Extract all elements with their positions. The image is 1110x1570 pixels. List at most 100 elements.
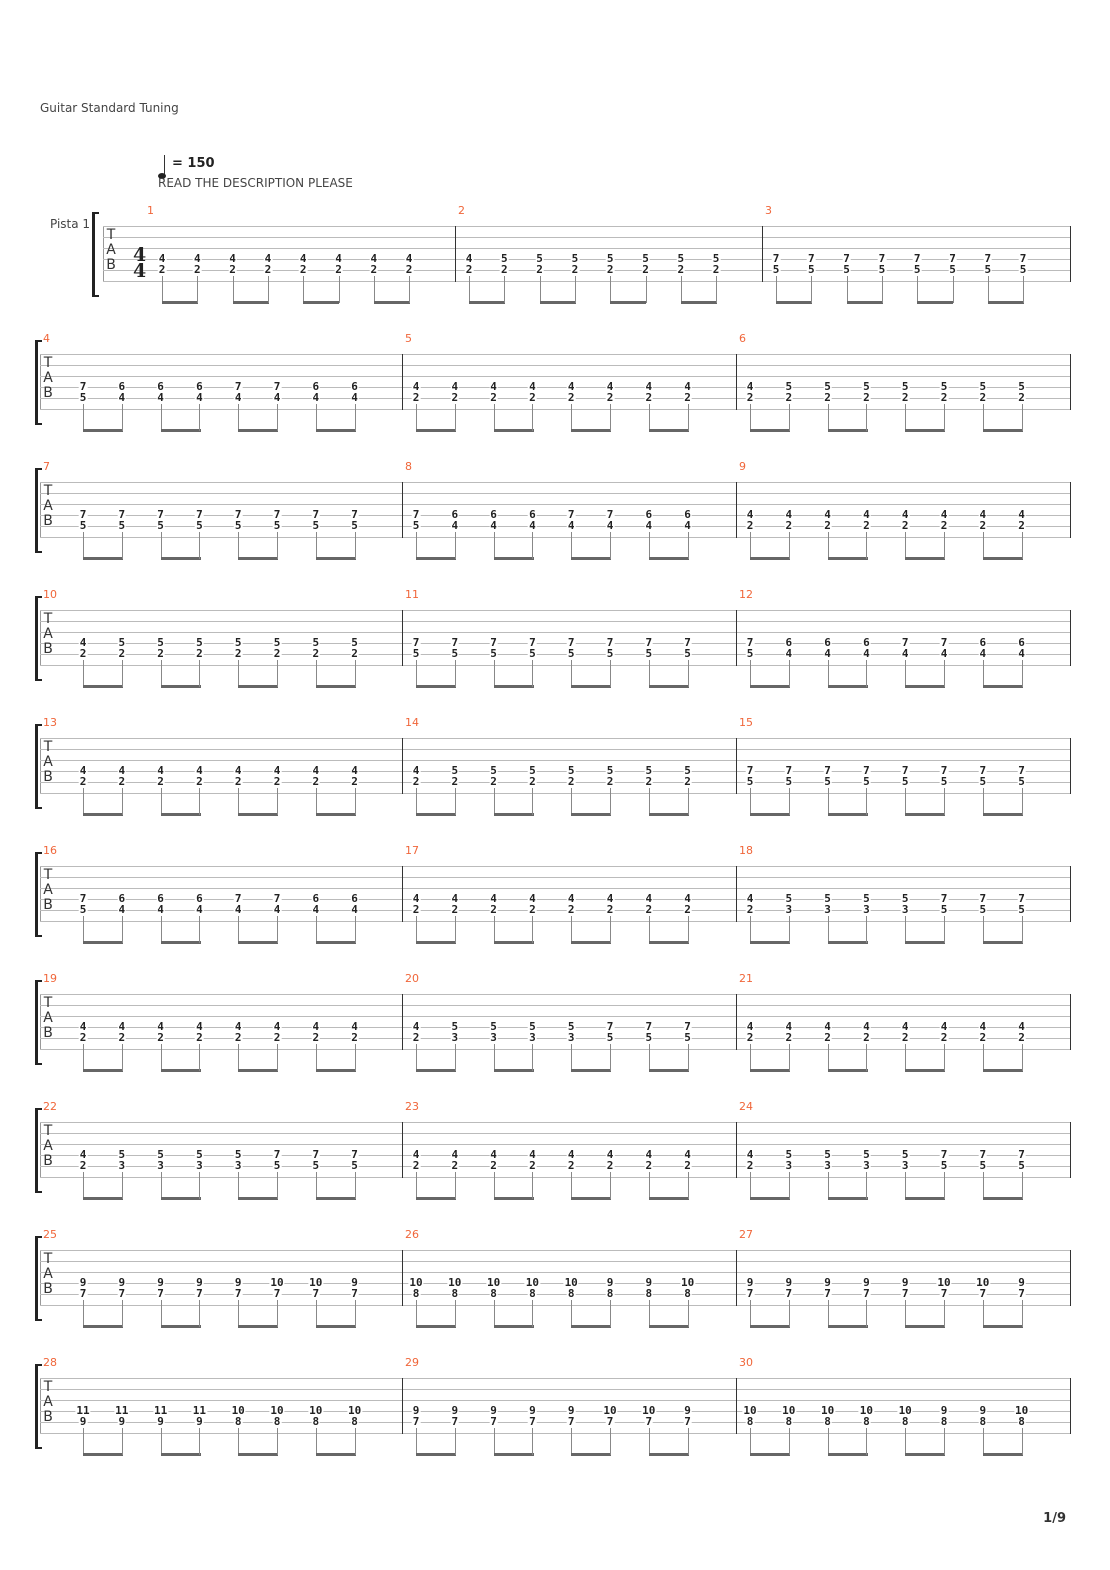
note-stem xyxy=(866,788,867,815)
note-stem xyxy=(316,1428,317,1455)
fret-number: 7 xyxy=(1017,892,1026,905)
system-bracket xyxy=(35,1108,42,1193)
note-stem xyxy=(828,404,829,431)
fret-number: 4 xyxy=(823,647,832,660)
fret-number: 7 xyxy=(311,508,321,521)
fret-number: 4 xyxy=(195,1020,204,1033)
fret-number: 6 xyxy=(156,892,165,905)
fret-number: 5 xyxy=(605,1031,615,1044)
note-stem xyxy=(828,1300,829,1327)
staff-line xyxy=(40,482,1070,483)
fret-number: 6 xyxy=(350,892,359,905)
fret-number: 3 xyxy=(900,903,910,916)
note-stem xyxy=(983,660,984,687)
fret-number: 2 xyxy=(411,775,421,788)
fret-number: 7 xyxy=(528,636,537,649)
fret-number: 5 xyxy=(644,647,654,660)
fret-number: 8 xyxy=(978,1415,988,1428)
fret-number: 4 xyxy=(489,519,498,532)
staff-line xyxy=(40,1144,1070,1145)
tab-clef-letter: T xyxy=(43,355,53,371)
fret-number: 4 xyxy=(157,252,167,265)
note-stem xyxy=(83,1300,84,1327)
note-stem xyxy=(277,1300,278,1327)
note-stem xyxy=(789,1172,790,1199)
note-beam xyxy=(847,301,883,304)
note-beam xyxy=(571,1197,611,1200)
fret-number: 4 xyxy=(939,508,949,521)
fret-number: 5 xyxy=(939,775,949,788)
staff-line xyxy=(103,281,1070,282)
fret-number: 2 xyxy=(233,647,243,660)
fret-number: 5 xyxy=(771,263,781,276)
note-stem xyxy=(277,404,278,431)
measure-number: 24 xyxy=(739,1100,753,1113)
fret-number: 5 xyxy=(978,380,988,393)
time-signature-bottom: 4 xyxy=(133,260,147,282)
fret-number: 5 xyxy=(450,764,460,777)
fret-number: 7 xyxy=(912,252,922,265)
note-beam xyxy=(905,941,945,944)
fret-number: 5 xyxy=(195,519,204,532)
fret-number: 2 xyxy=(900,391,910,404)
fret-number: 2 xyxy=(605,263,615,276)
fret-number: 7 xyxy=(233,1287,243,1300)
measure-number: 8 xyxy=(405,460,412,473)
fret-number: 8 xyxy=(644,1287,654,1300)
fret-number: 10 xyxy=(269,1276,285,1289)
note-stem xyxy=(416,1300,417,1327)
note-stem xyxy=(866,1044,867,1071)
fret-number: 5 xyxy=(489,647,498,660)
fret-number: 4 xyxy=(117,1020,127,1033)
fret-number: 7 xyxy=(1017,1287,1026,1300)
note-stem xyxy=(277,788,278,815)
note-stem xyxy=(199,660,200,687)
note-stem xyxy=(161,1428,162,1455)
note-beam xyxy=(571,941,611,944)
note-beam xyxy=(238,813,278,816)
fret-number: 10 xyxy=(602,1404,618,1417)
measure-number: 11 xyxy=(405,588,419,601)
note-stem xyxy=(789,660,790,687)
note-beam xyxy=(161,1325,201,1328)
note-beam xyxy=(238,1069,278,1072)
measure-number: 25 xyxy=(43,1228,57,1241)
fret-number: 7 xyxy=(528,1415,537,1428)
tab-clef-letter: T xyxy=(43,1379,53,1395)
fret-number: 7 xyxy=(771,252,781,265)
tab-clef-letter: A xyxy=(43,370,53,386)
measure-number: 29 xyxy=(405,1356,419,1369)
fret-number: 7 xyxy=(272,380,282,393)
note-stem xyxy=(238,660,239,687)
note-beam xyxy=(238,1197,278,1200)
fret-number: 4 xyxy=(900,508,910,521)
measure-number: 4 xyxy=(43,332,50,345)
fret-number: 2 xyxy=(78,647,88,660)
fret-number: 4 xyxy=(404,252,414,265)
note-stem xyxy=(83,788,84,815)
fret-number: 2 xyxy=(263,263,273,276)
fret-number: 7 xyxy=(823,1287,832,1300)
note-beam xyxy=(83,557,123,560)
note-beam xyxy=(649,429,689,432)
note-stem xyxy=(847,276,848,303)
fret-number: 6 xyxy=(683,508,692,521)
note-beam xyxy=(316,429,356,432)
system-bracket xyxy=(35,980,42,1065)
fret-number: 5 xyxy=(823,380,832,393)
fret-number: 4 xyxy=(272,903,282,916)
fret-number: 5 xyxy=(1017,903,1026,916)
note-stem xyxy=(316,1044,317,1071)
fret-number: 9 xyxy=(78,1415,88,1428)
fret-number: 6 xyxy=(311,380,321,393)
staff-line xyxy=(103,270,1070,271)
fret-number: 2 xyxy=(489,391,498,404)
note-stem xyxy=(750,1172,751,1199)
fret-number: 4 xyxy=(450,380,460,393)
fret-number: 5 xyxy=(272,636,282,649)
fret-number: 2 xyxy=(1017,391,1026,404)
note-stem xyxy=(905,1172,906,1199)
fret-number: 5 xyxy=(806,263,816,276)
fret-number: 10 xyxy=(679,1276,696,1289)
fret-number: 7 xyxy=(195,1287,204,1300)
